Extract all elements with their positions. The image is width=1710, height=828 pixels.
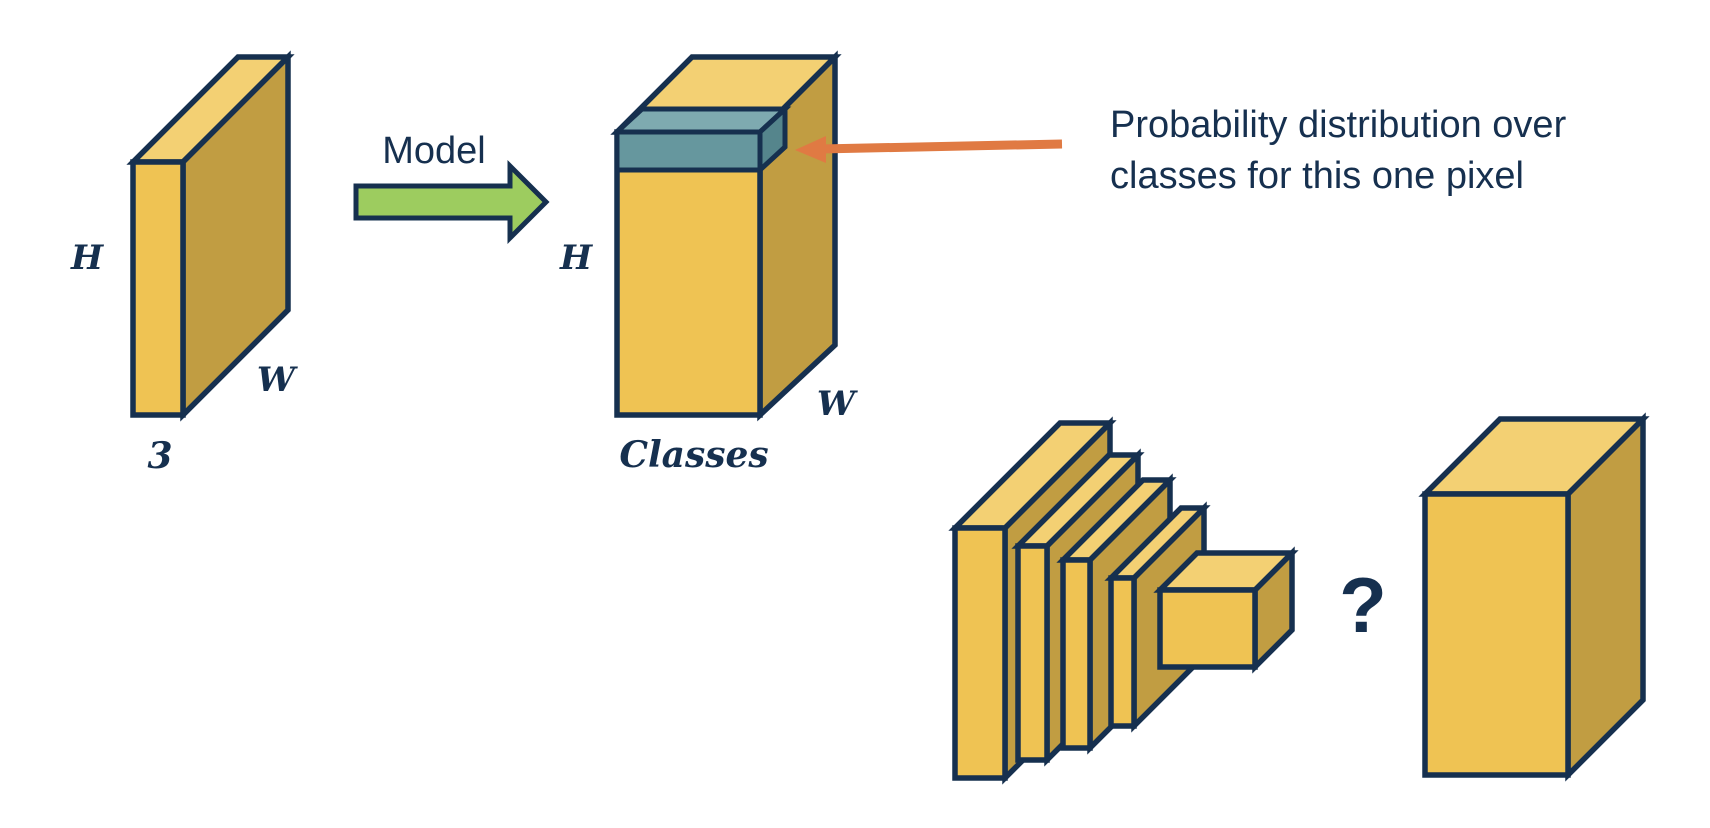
encoder-bottleneck	[1153, 546, 1299, 674]
pointer-arrow-head	[795, 136, 826, 163]
output-width-label: W	[817, 384, 858, 424]
pixel-slice-front	[614, 129, 763, 173]
input-width-label: W	[257, 360, 298, 400]
annotation-line-1: Probability distribution over	[1110, 104, 1567, 146]
question-mark: ?	[1339, 561, 1387, 649]
output-height-label: H	[559, 238, 594, 278]
pointer-arrow	[795, 136, 1063, 163]
input-tensor	[126, 50, 295, 422]
input-height-label: H	[70, 238, 105, 278]
pointer-arrow-shaft	[819, 139, 1063, 154]
output-depth-label: Classes	[619, 434, 768, 476]
annotation-line-2: classes for this one pixel	[1110, 155, 1524, 197]
pixel-slice-top	[610, 106, 792, 135]
target-output-front	[1422, 491, 1571, 778]
input-tensor-front	[130, 159, 186, 418]
pixel-class-slice	[610, 103, 792, 176]
output-tensor-front	[614, 129, 763, 418]
model-label: Model	[382, 130, 486, 172]
target-output-tensor	[1418, 412, 1650, 782]
model-arrow	[353, 159, 550, 245]
input-depth-label: 3	[147, 435, 172, 477]
